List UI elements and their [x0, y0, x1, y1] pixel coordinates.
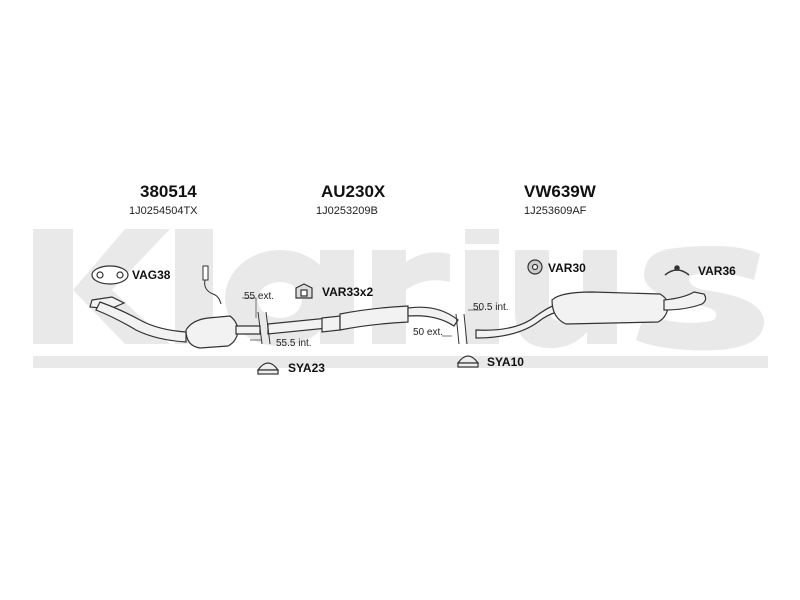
- lambda-sensor-icon: [202, 265, 222, 305]
- accessory-var36: VAR36: [698, 264, 736, 278]
- front-pipe-catalytic-converter: [89, 296, 261, 349]
- clamp-icon-sya10: [456, 355, 480, 368]
- oem-number-vw639w: 1J253609AF: [524, 205, 587, 217]
- dimension-50-ext: 50 ext.: [413, 327, 444, 338]
- rear-silencer-section: [475, 291, 707, 339]
- dimension-leaders: [242, 297, 482, 341]
- accessory-var30: VAR30: [548, 261, 586, 275]
- hanger-icon: [664, 265, 690, 276]
- accessory-vag38: VAG38: [132, 268, 171, 282]
- gasket-icon: [91, 265, 129, 285]
- accessory-sya23: SYA23: [288, 361, 325, 375]
- rubber-mount-icon: [527, 259, 543, 275]
- accessory-sya10: SYA10: [487, 355, 524, 369]
- dimension-50-5-int: 50.5 int.: [473, 302, 509, 313]
- clamp-icon-sya23: [256, 362, 280, 375]
- joint-marker-rear: [455, 313, 468, 345]
- part-number-au230x: AU230X: [321, 182, 386, 201]
- mounting-bracket-icon: [295, 283, 313, 299]
- oem-number-380514: 1J0254504TX: [129, 205, 198, 217]
- accessory-var33x2: VAR33x2: [322, 285, 374, 299]
- oem-number-au230x: 1J0253209B: [316, 205, 378, 217]
- centre-silencer-section: [267, 305, 459, 335]
- part-number-vw639w: VW639W: [524, 182, 596, 201]
- dimension-55-5-int: 55.5 int.: [276, 338, 312, 349]
- dimension-55-ext: 55 ext.: [244, 291, 275, 302]
- joint-marker-front: [257, 311, 271, 345]
- part-number-380514: 380514: [140, 182, 197, 201]
